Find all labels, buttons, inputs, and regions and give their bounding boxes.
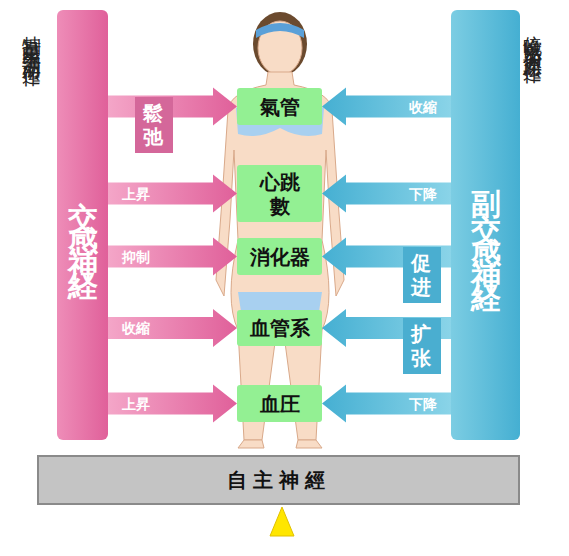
node-text: 交感神経 <box>62 177 103 273</box>
arrow-label: 收縮 <box>122 319 150 337</box>
feet <box>238 440 322 448</box>
arrow-label: 抑制 <box>122 248 150 266</box>
node-text: 血圧 <box>260 392 300 416</box>
arrow-label: 鬆弛 <box>135 97 173 153</box>
arrow-label: 下降 <box>409 185 437 203</box>
organ-box: 消化器 <box>237 238 322 275</box>
node-text: 自主神經 <box>227 467 331 494</box>
hair <box>253 12 307 76</box>
block-arrow <box>108 238 237 276</box>
arrow-label: 促进 <box>403 247 441 303</box>
bottom-garment <box>238 292 322 340</box>
node-text: 消化器 <box>250 245 310 269</box>
side-note: 傍晚以后为了休息而运作 <box>521 20 547 53</box>
autonomic-bar: 自主神經 <box>37 455 520 505</box>
parasympathetic-band: 副交感神経 <box>451 10 520 440</box>
arrow-label: 收縮 <box>409 98 437 116</box>
node-text: 血管系 <box>250 316 310 340</box>
arrow-label: 上昇 <box>122 395 150 413</box>
side-note: 特别是白天为了活动而运作 <box>20 20 46 56</box>
arrow-label-text: 鬆弛 <box>143 101 165 149</box>
arrow-label: 上昇 <box>122 185 150 203</box>
arrow-label: 下降 <box>409 395 437 413</box>
organ-box: 血圧 <box>237 385 322 422</box>
block-arrow <box>108 385 237 423</box>
block-arrow <box>322 385 451 423</box>
sympathetic-band: 交感神経 <box>57 10 108 440</box>
node-text: 氣管 <box>260 95 300 119</box>
block-arrow <box>108 175 237 213</box>
block-arrow <box>108 309 237 347</box>
node-text: 副交感神経 <box>465 165 506 285</box>
block-arrow <box>322 175 451 213</box>
arrow-label-text: 扩张 <box>411 322 433 370</box>
node-text: 心跳數 <box>258 170 302 218</box>
organ-box: 心跳數 <box>237 165 322 222</box>
block-arrow <box>322 88 451 126</box>
arrow-label-text: 促进 <box>411 251 433 299</box>
pointer-triangle <box>270 507 294 536</box>
organ-box: 氣管 <box>237 88 322 125</box>
arrow-label: 扩张 <box>403 318 441 374</box>
organ-box: 血管系 <box>237 310 322 346</box>
headband <box>256 23 304 38</box>
